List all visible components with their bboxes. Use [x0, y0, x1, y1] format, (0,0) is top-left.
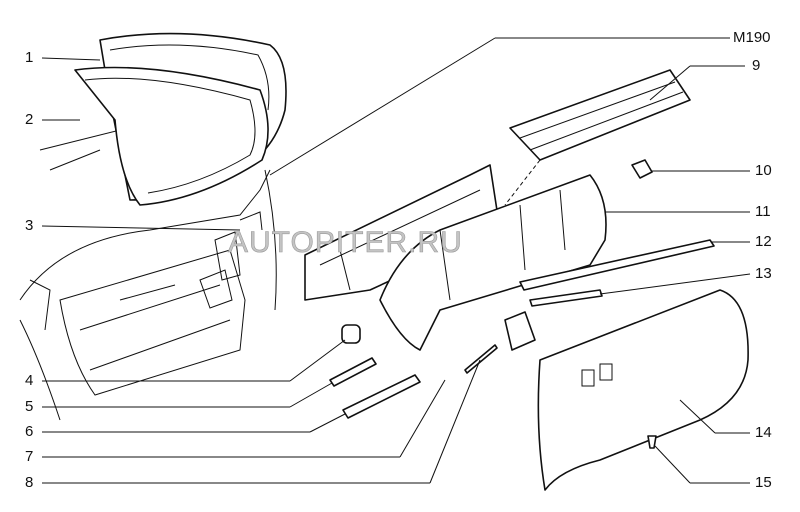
callout-2: 2	[25, 111, 34, 128]
part-13-latch	[504, 311, 536, 351]
callout-15: 15	[755, 474, 772, 491]
part-10-bumper	[631, 159, 653, 179]
callout-13: 13	[755, 265, 772, 282]
callout-8: 8	[25, 474, 34, 491]
callout-6: 6	[25, 423, 34, 440]
callout-11: 11	[755, 203, 771, 220]
callout-m190: M190	[733, 29, 771, 46]
callout-12: 12	[755, 233, 772, 250]
dashboard-outline	[19, 129, 277, 421]
part-4-bushing	[341, 324, 361, 344]
part-6-strip	[342, 374, 421, 419]
callout-4: 4	[25, 372, 34, 389]
callout-3: 3	[25, 217, 34, 234]
callout-1: 1	[25, 49, 34, 66]
callout-5: 5	[25, 398, 34, 415]
part-5-damper	[329, 357, 377, 387]
callout-9: 9	[752, 57, 761, 74]
callout-7: 7	[25, 448, 34, 465]
leader-lines	[41, 37, 751, 484]
part-12-seal-strip	[519, 239, 715, 291]
callout-10: 10	[755, 162, 772, 179]
part-8-spring	[464, 344, 498, 374]
part-13-rod	[529, 289, 603, 307]
part-2-seal	[74, 66, 269, 206]
part-9-cover-strip	[509, 69, 691, 161]
part-11-glovebox-body	[379, 174, 607, 351]
part-15-clip	[647, 435, 657, 449]
callout-14: 14	[755, 424, 772, 441]
part-14-lid-cover	[537, 289, 749, 491]
watermark: AUTOPITER.RU	[228, 226, 463, 260]
